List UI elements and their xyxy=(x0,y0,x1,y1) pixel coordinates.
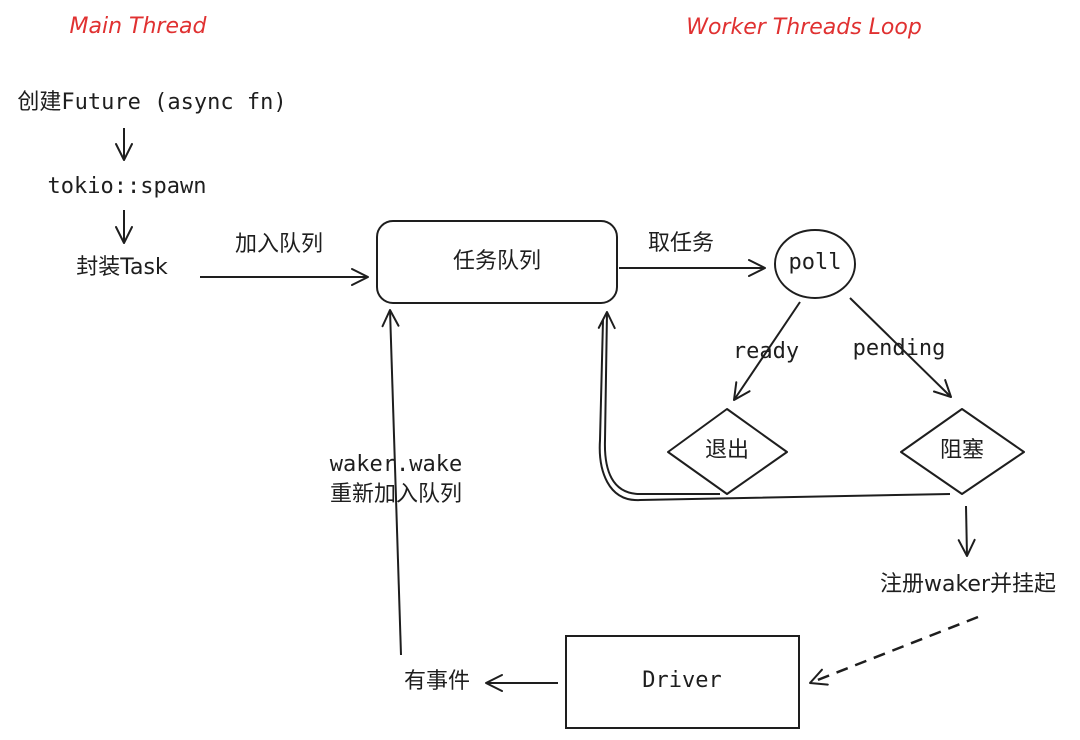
take-task-label: 取任务 xyxy=(647,231,715,256)
has-event-label: 有事件 xyxy=(403,669,471,694)
exit-diamond xyxy=(667,408,788,495)
poll-label: poll xyxy=(788,250,842,275)
ready-label: ready xyxy=(732,339,800,364)
requeue-line: 重新加入队列 xyxy=(329,482,463,507)
worker-loop-header: Worker Threads Loop xyxy=(686,15,922,40)
waker-wake-line: waker.wake xyxy=(329,452,463,477)
arrow-pending xyxy=(849,297,952,398)
poll-circle xyxy=(774,229,856,299)
register-waker-label: 注册waker并挂起 xyxy=(879,572,1057,597)
task-queue-label: 任务队列 xyxy=(452,249,542,274)
task-queue-box xyxy=(376,220,618,304)
blocked-diamond xyxy=(900,408,1025,495)
arrow-register-waker xyxy=(957,505,976,557)
main-thread-header: Main Thread xyxy=(69,14,207,39)
driver-label: Driver xyxy=(642,668,722,693)
driver-box xyxy=(565,635,800,729)
exit-label: 退出 xyxy=(704,438,750,463)
arrow-wake-requeue xyxy=(381,309,402,656)
wrap-task-label: 封装Task xyxy=(76,255,168,280)
enqueue-label: 加入队列 xyxy=(234,232,324,257)
spawn-label: tokio::spawn xyxy=(47,174,207,199)
arrow-to-driver-dashed xyxy=(809,615,979,686)
loop-exit-to-queue xyxy=(597,311,720,495)
blocked-label: 阻塞 xyxy=(939,438,985,463)
arrow-ready xyxy=(733,301,801,401)
pending-label: pending xyxy=(852,336,946,361)
create-future-label: 创建Future (async fn) xyxy=(17,90,287,115)
loop-blocked-to-queue xyxy=(598,319,951,502)
waker-wake-label: waker.wake 重新加入队列 xyxy=(330,450,462,510)
